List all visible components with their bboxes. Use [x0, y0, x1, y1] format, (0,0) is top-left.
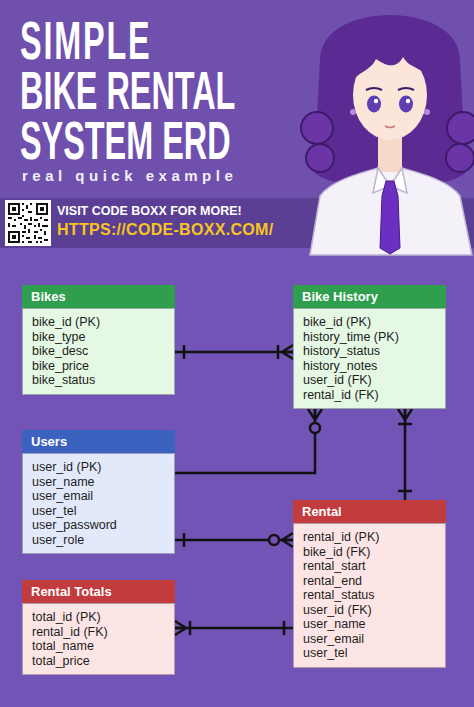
table-field: total_name: [32, 639, 165, 654]
cardinality-mark: [282, 533, 293, 547]
eye: [367, 96, 381, 113]
cardinality-mark: [308, 409, 322, 420]
table-field: bike_desc: [32, 344, 165, 359]
entity-table: Rentalrental_id (PK)bike_id (FK)rental_s…: [293, 500, 446, 668]
shirt: [310, 168, 472, 255]
hair-curl: [446, 144, 474, 172]
eye-highlight: [406, 99, 410, 103]
eyebrows: [366, 88, 414, 90]
table-field: bike_id (PK): [303, 315, 436, 330]
relationship-group: [175, 621, 293, 635]
table-field: user_id (FK): [303, 603, 436, 618]
subtitle: real quick example: [22, 167, 237, 184]
qr-modules: [8, 203, 48, 243]
table-field: bike_status: [32, 373, 165, 388]
table-header: Rental: [293, 500, 446, 523]
cardinality-mark: [183, 345, 186, 359]
table-field: user_id (FK): [303, 373, 436, 388]
table-body: bike_id (PK)bike_typebike_descbike_price…: [22, 308, 175, 395]
promo-text: VISIT CODE BOXX FOR MORE!: [57, 204, 242, 218]
table-field: user_name: [303, 617, 436, 632]
table-field: rental_status: [303, 588, 436, 603]
optional-circle: [310, 423, 320, 433]
hair-back: [314, 15, 466, 187]
table-field: rental_start: [303, 559, 436, 574]
table-field: user_name: [32, 475, 165, 490]
table-field: total_id (PK): [32, 610, 165, 625]
relationship-group: [175, 345, 293, 359]
earring: [350, 109, 356, 115]
relationship-group: [398, 409, 412, 500]
hair-bangs: [347, 45, 433, 89]
table-field: user_tel: [303, 646, 436, 661]
label-wrap: HTTPS://CODE-BOXX.COM/: [57, 221, 273, 239]
diagram-panel: [0, 248, 474, 707]
table-field: user_email: [32, 489, 165, 504]
qr-ground: [5, 200, 51, 246]
table-header: Users: [22, 430, 175, 453]
table-body: user_id (PK)user_nameuser_emailuser_telu…: [22, 453, 175, 554]
eye: [399, 96, 413, 113]
url-text: HTTPS://CODE-BOXX.COM/: [57, 221, 273, 239]
cardinality-mark: [183, 533, 186, 547]
label-wrap: real quick example: [22, 167, 237, 184]
relationship-line: [175, 351, 293, 354]
cardinality-mark: [175, 621, 190, 635]
table-field: history_status: [303, 344, 436, 359]
table-field: rental_end: [303, 574, 436, 589]
tie: [380, 181, 400, 254]
table-field: bike_id (FK): [303, 545, 436, 560]
label-wrap: VISIT CODE BOXX FOR MORE!: [57, 204, 242, 218]
table-header: Rental Totals: [22, 580, 175, 603]
entity-table: Bike Historybike_id (PK)history_time (PK…: [293, 285, 446, 409]
mouth: [385, 126, 395, 128]
relationship-line: [404, 409, 407, 500]
table-field: total_price: [32, 654, 165, 669]
cardinality-mark: [278, 345, 293, 359]
hair-curl: [306, 144, 334, 172]
table-field: bike_price: [32, 359, 165, 374]
eye-highlight: [374, 99, 378, 103]
entity-table: Usersuser_id (PK)user_nameuser_emailuser…: [22, 430, 175, 554]
table-field: history_notes: [303, 359, 436, 374]
hair-curl: [447, 112, 474, 144]
table-body: rental_id (PK)bike_id (FK)rental_startre…: [293, 523, 446, 668]
table-header: Bike History: [293, 285, 446, 308]
table-header: Bikes: [22, 285, 175, 308]
character-illustration: [301, 15, 474, 255]
table-body: total_id (PK)rental_id (FK)total_nametot…: [22, 603, 175, 675]
title-wrap: SIMPLE BIKE RENTAL SYSTEM ERD: [20, 15, 388, 165]
title-text: SIMPLE BIKE RENTAL SYSTEM ERD: [20, 15, 241, 165]
table-field: rental_id (FK): [303, 388, 436, 403]
earring: [424, 109, 430, 115]
cardinality-mark: [398, 409, 412, 424]
entity-table: Bikesbike_id (PK)bike_typebike_descbike_…: [22, 285, 175, 395]
hair-curl: [301, 112, 333, 144]
table-field: history_time (PK): [303, 330, 436, 345]
cardinality-mark: [398, 490, 412, 493]
relationship-group: [175, 533, 293, 547]
table-field: user_email: [303, 632, 436, 647]
table-field: bike_id (PK): [32, 315, 165, 330]
relationship-line: [175, 627, 293, 630]
table-body: bike_id (PK)history_time (PK)history_sta…: [293, 308, 446, 409]
table-field: user_tel: [32, 504, 165, 519]
table-field: rental_id (FK): [32, 625, 165, 640]
qr-code: [5, 200, 51, 246]
table-field: user_password: [32, 518, 165, 533]
table-field: user_id (PK): [32, 460, 165, 475]
table-field: bike_type: [32, 330, 165, 345]
table-field: rental_id (PK): [303, 530, 436, 545]
entity-table: Rental Totalstotal_id (PK)rental_id (FK)…: [22, 580, 175, 675]
relationship-line: [175, 409, 315, 473]
relationship-group: [175, 409, 322, 473]
cardinality-mark: [283, 621, 286, 635]
table-field: user_role: [32, 533, 165, 548]
optional-circle: [269, 535, 279, 545]
